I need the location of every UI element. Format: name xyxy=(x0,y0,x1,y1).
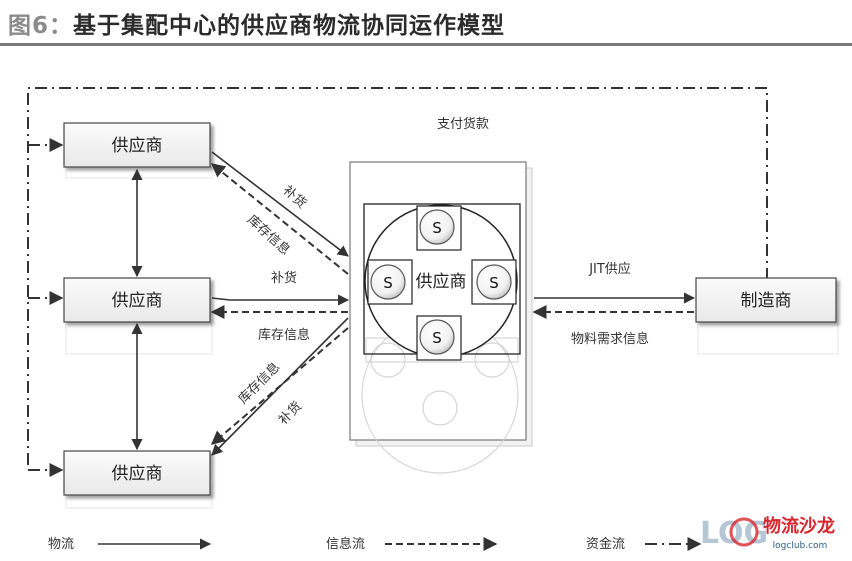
title-rule xyxy=(0,43,852,46)
manufacturer-box: 制造商 xyxy=(695,277,839,355)
logo-sub: logclub.com xyxy=(773,541,828,551)
top-inventory-label: 库存信息 xyxy=(244,212,293,259)
logo-name: 物流沙龙 xyxy=(763,515,835,537)
figure-number: 图6： xyxy=(8,13,74,39)
mid-replenish-label: 补货 xyxy=(271,270,297,286)
hub-label: 供应商 xyxy=(416,272,467,292)
svg-text:供应商: 供应商 xyxy=(112,136,163,156)
supplier-box-middle: 供应商 xyxy=(63,277,213,355)
s-node-left: S xyxy=(370,264,406,300)
legend-info-label: 信息流 xyxy=(326,536,365,552)
jit-label: JIT供应 xyxy=(588,261,631,277)
legend-capital-label: 资金流 xyxy=(586,536,625,552)
capital-flow-loop xyxy=(27,87,768,477)
top-inventory-arrow xyxy=(210,163,349,275)
material-demand-label: 物料需求信息 xyxy=(571,331,649,347)
svg-text:供应商: 供应商 xyxy=(112,464,163,484)
s-node-right: S xyxy=(476,264,512,300)
supplier-box-bottom: 供应商 xyxy=(63,450,213,509)
svg-text:S: S xyxy=(383,274,393,292)
figure-title-text: 基于集配中心的供应商物流协同运作模型 xyxy=(73,13,506,39)
legend: 物流 信息流 资金流 xyxy=(48,536,702,552)
logclub-logo: LOG 物流沙龙 logclub.com xyxy=(700,515,835,551)
info-flows xyxy=(210,163,694,445)
distribution-center: S S S S 供应商 xyxy=(349,161,533,474)
s-node-top: S xyxy=(419,209,455,245)
bottom-replenish-label: 补货 xyxy=(275,398,305,428)
mid-replenish-arrow xyxy=(211,294,350,306)
mid-inventory-label: 库存信息 xyxy=(258,327,310,343)
svg-text:S: S xyxy=(432,219,442,237)
s-node-bottom: S xyxy=(419,319,455,355)
svg-text:制造商: 制造商 xyxy=(741,291,792,311)
payment-label: 支付货款 xyxy=(437,116,489,132)
legend-material-label: 物流 xyxy=(48,537,74,552)
svg-text:S: S xyxy=(489,274,499,292)
svg-text:S: S xyxy=(432,329,442,347)
top-replenish-arrow xyxy=(211,151,349,257)
bottom-inventory-label: 库存信息 xyxy=(235,359,283,407)
supplier-box-top: 供应商 xyxy=(63,122,213,179)
figure-title: 图6：基于集配中心的供应商物流协同运作模型 xyxy=(8,6,505,40)
capital-loop-line xyxy=(27,87,768,470)
bottom-inventory-arrow xyxy=(210,327,349,445)
svg-text:供应商: 供应商 xyxy=(112,291,163,311)
